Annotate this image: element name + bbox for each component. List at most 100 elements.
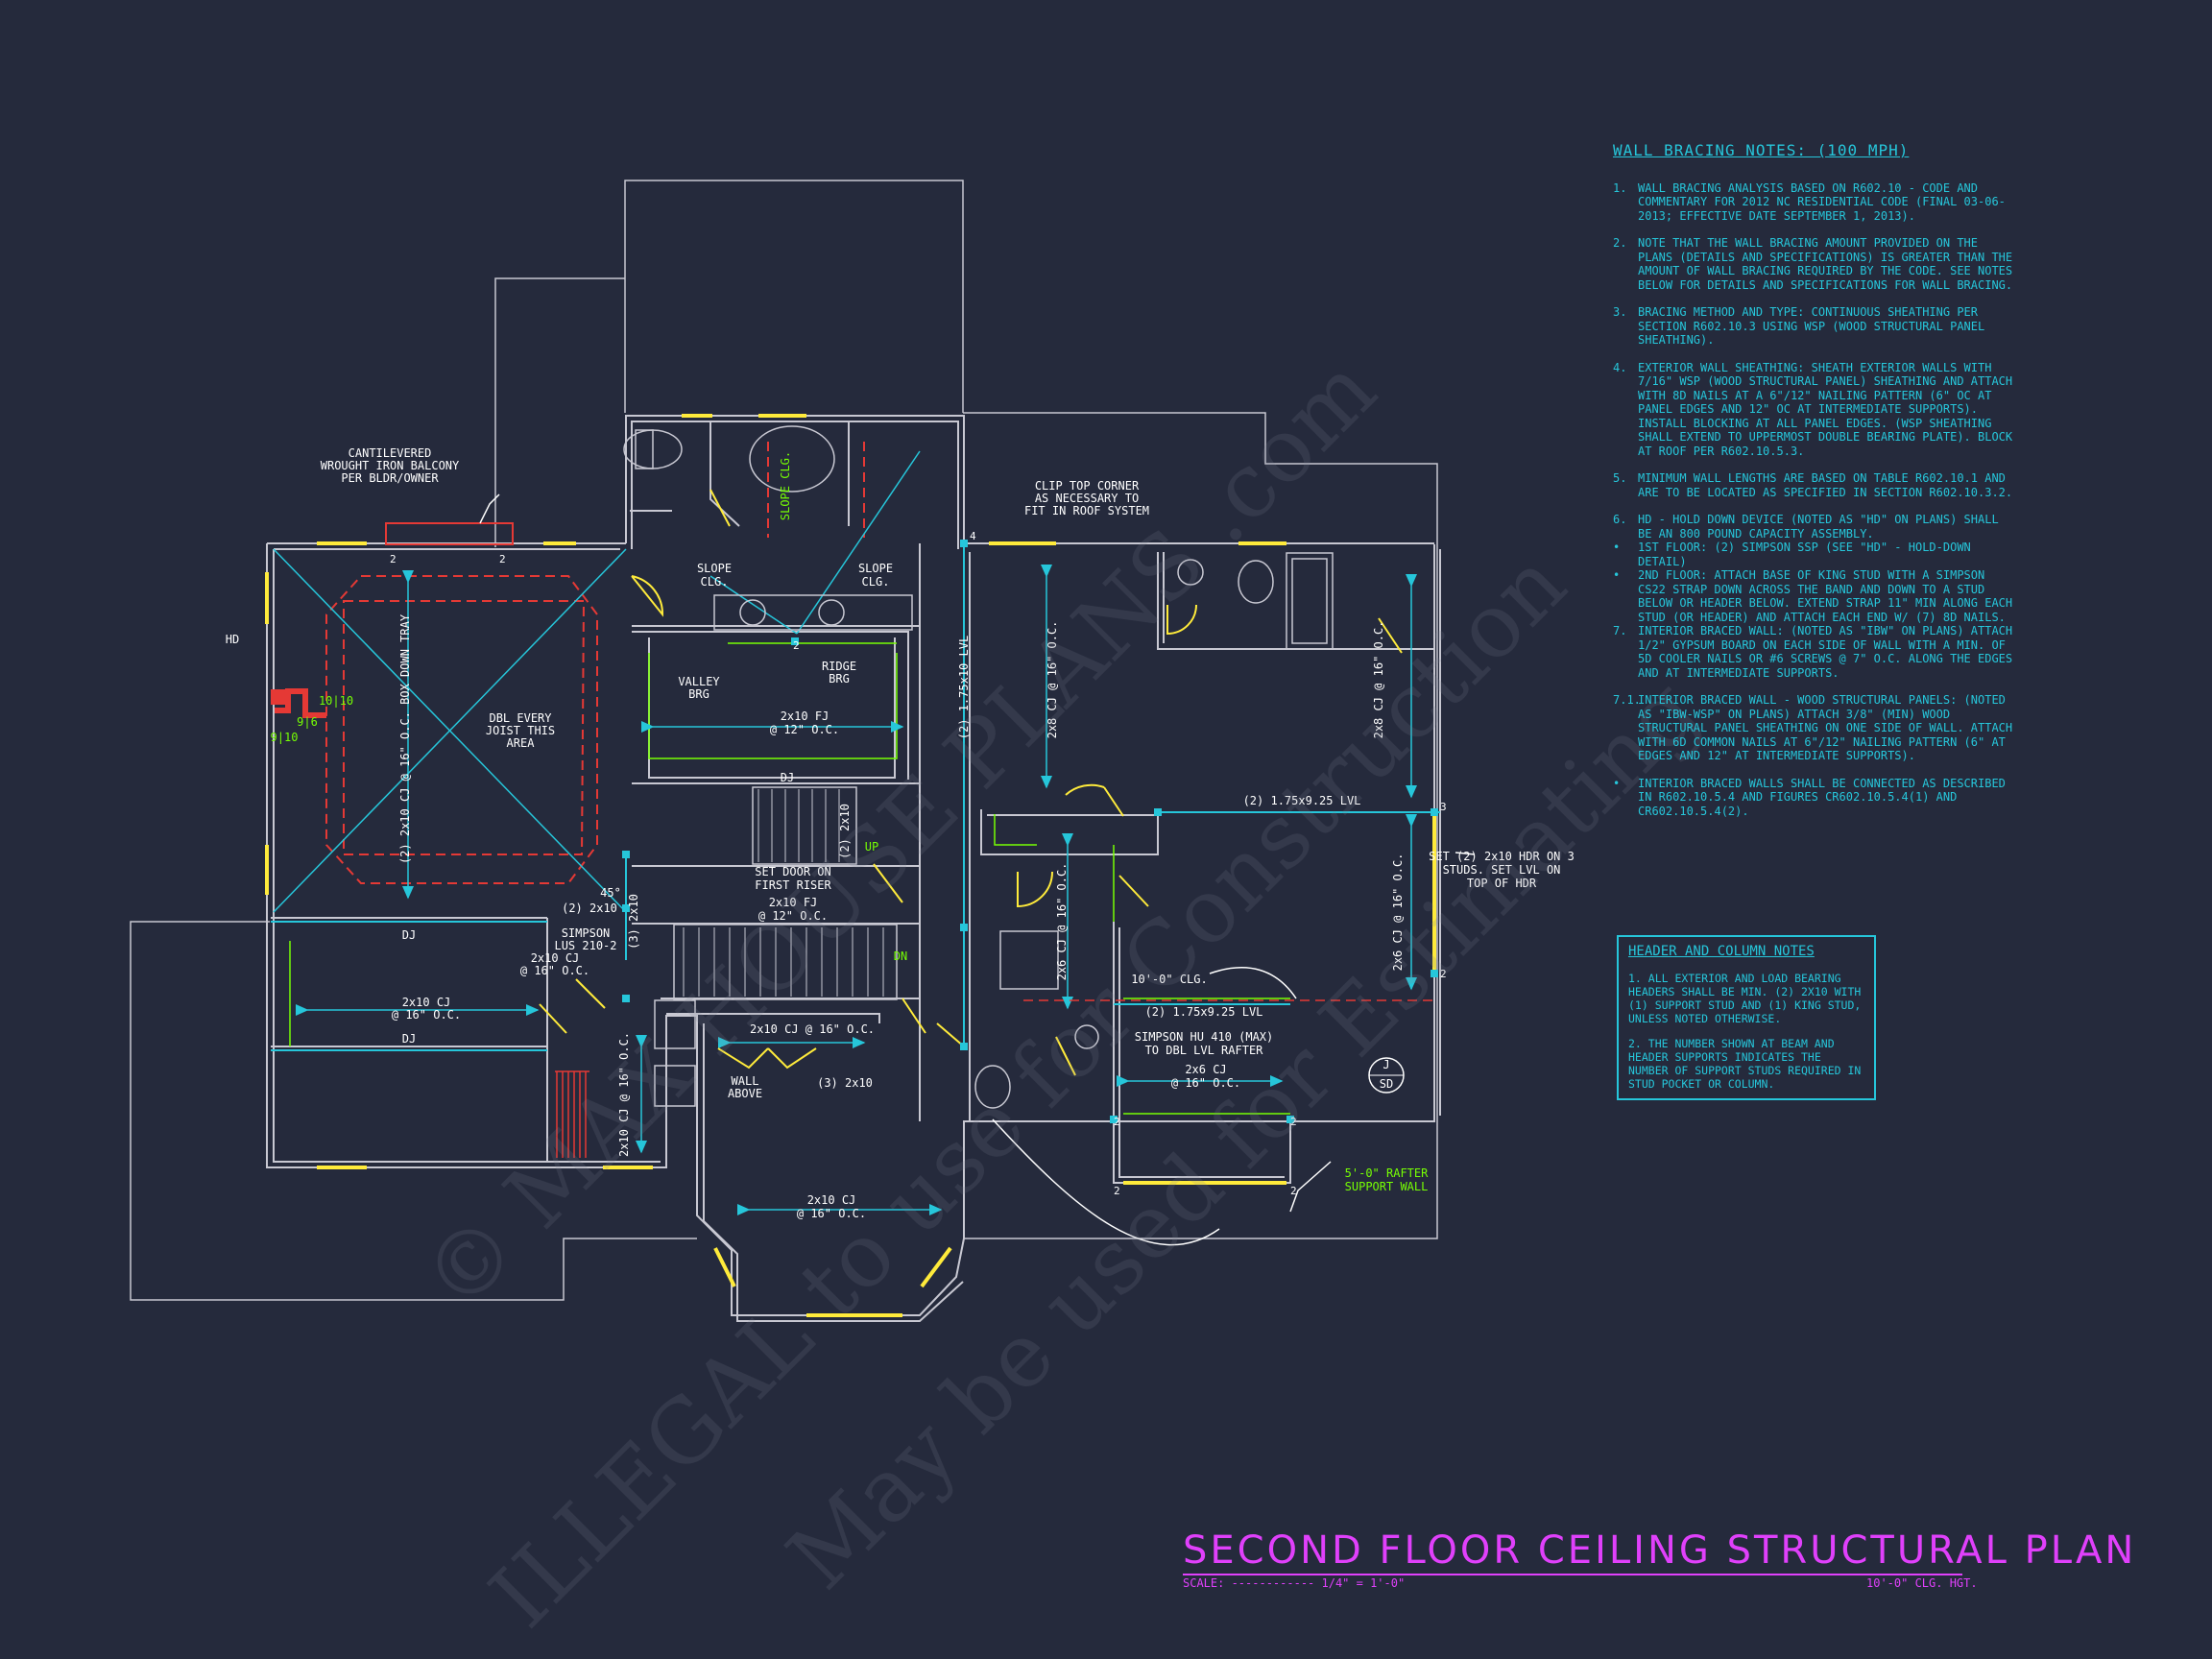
bracing-note: 7.1.INTERIOR BRACED WALL - WOOD STRUCTUR… (1613, 693, 2016, 763)
angle-label: 45° (600, 886, 621, 900)
clg-10-label: 10'-0" CLG. (1131, 973, 1207, 986)
bracing-note-number: 6. (1613, 513, 1627, 526)
stud-marker (960, 1043, 968, 1050)
stud-marker (1431, 808, 1438, 816)
bracing-note: 1.WALL BRACING ANALYSIS BASED ON R602.10… (1613, 181, 2016, 224)
tray-ceiling (325, 442, 865, 884)
bracing-note-text: 2ND FLOOR: ATTACH BASE OF KING STUD WITH… (1638, 568, 2013, 624)
ceiling-height-label: 10'-0" CLG. HGT. (1866, 1576, 1978, 1590)
cj-2x8-2-label: 2x8 CJ @ 16" O.C. (1372, 621, 1385, 739)
j-label: J (1382, 1058, 1389, 1071)
header-column-notes: HEADER AND COLUMN NOTES 1. ALL EXTERIOR … (1617, 935, 1876, 1100)
bracing-note: • 1ST FLOOR: (2) SIMPSON SSP (SEE "HD" - … (1613, 541, 2016, 568)
bracing-note-number: • (1613, 541, 1621, 554)
fj-1a: 2x10 FJ (781, 709, 830, 723)
rafter-label-2: SUPPORT WALL (1345, 1180, 1429, 1193)
stud-count-10: 2 (793, 639, 800, 652)
balcony-label-3: PER BLDR/OWNER (341, 471, 439, 485)
three-2x10-label-b: (3) 2x10 (817, 1076, 873, 1090)
cj-2x6-3b: @ 16" O.C. (1171, 1076, 1240, 1090)
cj-mid-label: 2x10 CJ @ 16" O.C. (750, 1022, 875, 1036)
stud-marker (1110, 1116, 1118, 1123)
leader-lines (992, 852, 1476, 1246)
bracing-note-text: NOTE THAT THE WALL BRACING AMOUNT PROVID… (1638, 236, 2013, 292)
stud-marker (622, 995, 630, 1002)
stud-marker (622, 851, 630, 858)
lvl-925-label: (2) 1.75x9.25 LVL (1243, 794, 1361, 807)
bracing-note: 5.MINIMUM WALL LENGTHS ARE BASED ON TABL… (1613, 471, 2016, 499)
wall-bracing-heading: WALL BRACING NOTES: (100 MPH) (1613, 141, 1910, 159)
clip-1: CLIP TOP CORNER (1035, 479, 1140, 493)
cj-bay-2: @ 16" O.C. (797, 1207, 866, 1220)
stud-count-1: 2 (390, 553, 397, 565)
bracing-note: 4.EXTERIOR WALL SHEATHING: SHEATH EXTERI… (1613, 361, 2016, 459)
wall-above-2: ABOVE (728, 1087, 762, 1100)
balcony-label-2: WROUGHT IRON BALCONY (321, 459, 460, 472)
simpson-hu-2: TO DBL LVL RAFTER (1145, 1044, 1264, 1057)
stud-marker (1154, 808, 1162, 816)
stud-count-5: 2 (1440, 968, 1447, 980)
set-hdr-1: SET (2) 2x10 HDR ON 3 (1429, 850, 1575, 863)
cj-lower-left-1: 2x10 CJ (402, 996, 451, 1009)
dbl-joist-label-1: DBL EVERY (489, 711, 552, 725)
bracing-note-text: INTERIOR BRACED WALL - WOOD STRUCTURAL P… (1638, 693, 2013, 762)
balcony (385, 493, 514, 545)
dj-label-2: DJ (402, 1032, 416, 1046)
dbl-joist-label-2: JOIST THIS (486, 724, 555, 737)
slope-clg-v-label: SLOPE CLG. (779, 451, 792, 520)
fj-2a: 2x10 FJ (769, 896, 818, 909)
bracing-note-text: 1ST FLOOR: (2) SIMPSON SSP (SEE "HD" - H… (1638, 541, 1971, 568)
clip-2: AS NECESSARY TO (1035, 492, 1139, 505)
stud-count-8: 2 (1114, 1185, 1120, 1197)
tray-step-marker (271, 689, 286, 705)
header-note-2: 2. THE NUMBER SHOWN AT BEAM AND HEADER S… (1628, 1037, 1862, 1091)
bracing-note-number: • (1613, 568, 1621, 582)
bracing-note-text: INTERIOR BRACED WALL: (NOTED AS "IBW" ON… (1638, 624, 2013, 680)
scale-label: SCALE: ------------ 1/4" = 1'-0" (1183, 1576, 1406, 1590)
set-door-1: SET DOOR ON (755, 865, 830, 878)
clip-3: FIT IN ROOF SYSTEM (1024, 504, 1149, 517)
bracing-note-text: INTERIOR BRACED WALLS SHALL BE CONNECTED… (1638, 776, 2006, 818)
cj-bay-1: 2x10 CJ (807, 1193, 856, 1207)
dim-96: 9|6 (297, 715, 318, 729)
bracing-note: 2.NOTE THAT THE WALL BRACING AMOUNT PROV… (1613, 236, 2016, 292)
title-underline (1183, 1574, 1962, 1575)
stud-marker (960, 924, 968, 931)
stud-count-3: 4 (970, 530, 976, 542)
doors (539, 489, 1403, 1076)
bracing-note-number: 7.1. (1613, 693, 1641, 707)
bracing-note-text: HD - HOLD DOWN DEVICE (NOTED AS "HD" ON … (1638, 513, 1999, 541)
two-2x10-label: (2) 2x10 (562, 902, 617, 915)
ridge-brg-2: BRG (829, 672, 850, 685)
stud-marker (791, 637, 799, 645)
bracing-note: 7.INTERIOR BRACED WALL: (NOTED AS "IBW" … (1613, 624, 2016, 680)
exterior-walls (266, 415, 1441, 1322)
dj-label-1: DJ (402, 928, 416, 942)
ceiling-diagonals (273, 450, 921, 913)
wall-bracing-notes: WALL BRACING NOTES: (100 MPH) 1.WALL BRA… (1613, 141, 2016, 818)
slope-clg-1a: SLOPE (697, 562, 732, 575)
stud-count-9: 2 (1290, 1185, 1297, 1197)
cj-left-1: 2x10 CJ (531, 951, 580, 965)
valley-brg-2: BRG (688, 687, 709, 701)
set-door-2: FIRST RISER (755, 878, 831, 892)
bracing-note-number: 5. (1613, 471, 1627, 485)
chimney-hatch (555, 1070, 589, 1158)
slope-clg-2b: CLG. (862, 575, 890, 589)
set-hdr-2: STUDS. SET LVL ON (1443, 863, 1561, 877)
bracing-note: 6. HD - HOLD DOWN DEVICE (NOTED AS "HD" O… (1613, 513, 2016, 541)
header-note-1: 1. ALL EXTERIOR AND LOAD BEARING HEADERS… (1628, 972, 1862, 1025)
stud-marker (960, 540, 968, 547)
stud-count-4: 3 (1440, 801, 1447, 813)
ridge-brg-1: RIDGE (822, 660, 856, 673)
balcony-label-1: CANTILEVERED (349, 446, 432, 460)
bracing-note-number: 3. (1613, 305, 1627, 319)
fj-1b: @ 12" O.C. (770, 723, 839, 736)
bracing-note: • 2ND FLOOR: ATTACH BASE OF KING STUD WIT… (1613, 568, 2016, 624)
cj-2x6-2-label: 2x6 CJ @ 16" O.C. (1391, 854, 1405, 972)
hd-label: HD (226, 633, 239, 646)
cj-2x8-1-label: 2x8 CJ @ 16" O.C. (1046, 621, 1059, 739)
cj-2x6-3a: 2x6 CJ (1185, 1063, 1226, 1076)
dn-label: DN (894, 950, 907, 963)
dj-label-3: DJ (781, 771, 794, 784)
